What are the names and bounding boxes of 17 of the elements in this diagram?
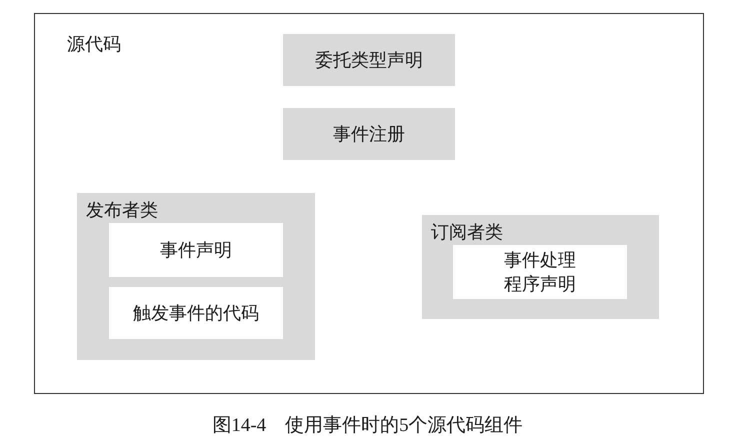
figure-caption: 图14-4 使用事件时的5个源代码组件	[211, 414, 524, 438]
class-group-box	[77, 193, 315, 360]
group-heading: 订阅者类	[431, 221, 503, 243]
component-label: 触发事件的代码	[133, 302, 259, 325]
class-group-box	[422, 215, 659, 319]
component-label: 事件注册	[333, 123, 405, 146]
component-label: 委托类型声明	[315, 49, 423, 72]
component-box	[453, 245, 627, 299]
component-box	[109, 287, 283, 339]
group-heading: 源代码	[67, 33, 121, 55]
source-code-frame	[34, 13, 704, 394]
component-box	[109, 223, 283, 277]
group-heading: 发布者类	[86, 199, 158, 221]
component-box	[283, 34, 455, 86]
component-label: 事件声明	[160, 239, 232, 262]
component-label: 事件处理程序声明	[503, 249, 577, 296]
component-box	[283, 108, 455, 160]
